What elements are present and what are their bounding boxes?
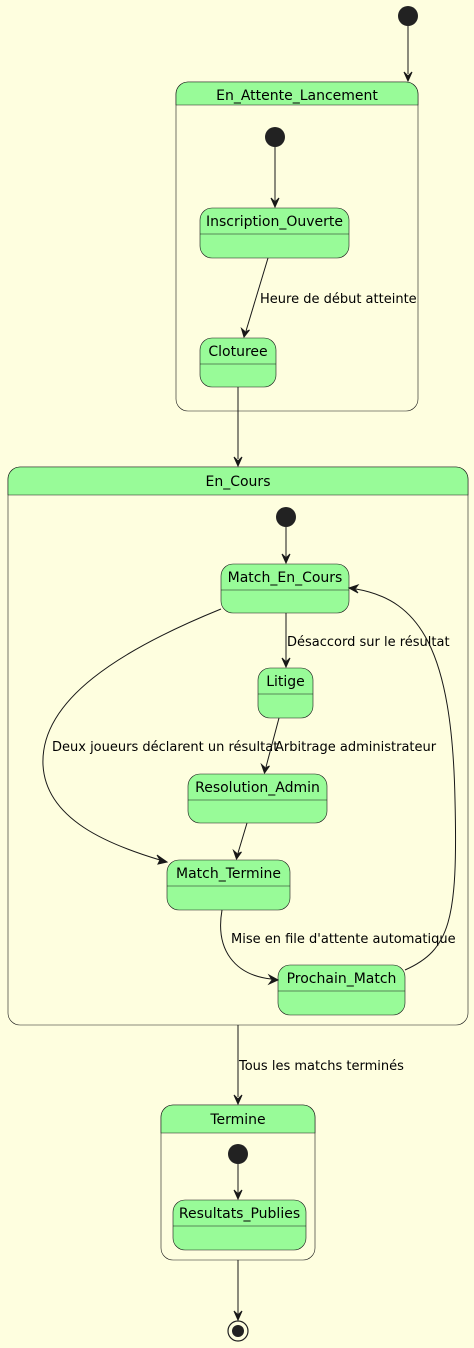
- transition-label: Arbitrage administrateur: [275, 740, 437, 755]
- edge-inscription-to-cloturee: [240, 257, 269, 339]
- initial-state: [265, 127, 285, 147]
- edge-litige-to-resolution: [260, 717, 280, 775]
- composite-title: En_Cours: [206, 474, 271, 490]
- transition-label: Tous les matchs terminés: [238, 1059, 404, 1074]
- edge-attente-to-cours: [233, 387, 243, 468]
- state-label: Resultats_Publies: [179, 1206, 300, 1222]
- initial-state: [228, 1144, 248, 1164]
- state-label: Match_En_Cours: [228, 570, 343, 586]
- state-resultats-publies: Resultats_Publies: [172, 1199, 307, 1251]
- state-label: Cloturee: [208, 344, 267, 360]
- composite-en-cours: En_Cours: [7, 466, 469, 1026]
- state-label: Litige: [266, 674, 305, 690]
- state-label: Match_Termine: [176, 866, 281, 882]
- state-match-termine: Match_Termine: [166, 859, 291, 911]
- state-inscription-ouverte: Inscription_Ouverte: [199, 207, 350, 259]
- state-label: Inscription_Ouverte: [206, 214, 343, 230]
- state-match-en-cours: Match_En_Cours: [220, 563, 350, 614]
- composite-title: En_Attente_Lancement: [216, 88, 378, 104]
- edge-termine-to-prochain: [220, 909, 280, 986]
- composite-title: Termine: [209, 1112, 265, 1128]
- edge-prochain-to-match: [347, 584, 457, 971]
- transition-label: Désaccord sur le résultat: [287, 635, 450, 650]
- edge-match-to-litige: [281, 613, 291, 669]
- state-label: Prochain_Match: [287, 971, 397, 987]
- state-label: Resolution_Admin: [195, 780, 320, 796]
- edge-initial-to-resultats: [233, 1164, 243, 1201]
- edge-cours-to-termine: [233, 1025, 243, 1106]
- edge-match-to-termine: [42, 608, 222, 865]
- edge-initial-to-match-en-cours: [281, 527, 291, 565]
- initial-state: [276, 507, 296, 527]
- edge-resolution-to-termine: [232, 822, 248, 861]
- edge-termine-to-final: [233, 1260, 243, 1322]
- final-state: [227, 1320, 249, 1342]
- edge-start-to-attente: [403, 26, 413, 83]
- transition-label: Deux joueurs déclarent un résultat: [52, 740, 278, 755]
- state-resolution-admin: Resolution_Admin: [187, 773, 328, 824]
- transition-label: Heure de début atteinte: [260, 292, 417, 307]
- state-prochain-match: Prochain_Match: [277, 964, 406, 1016]
- state-cloturee: Cloturee: [199, 337, 277, 388]
- edge-initial-to-inscription: [270, 147, 280, 209]
- transition-label: Mise en file d'attente automatique: [231, 932, 456, 947]
- initial-state: [398, 6, 418, 26]
- state-litige: Litige: [257, 667, 314, 719]
